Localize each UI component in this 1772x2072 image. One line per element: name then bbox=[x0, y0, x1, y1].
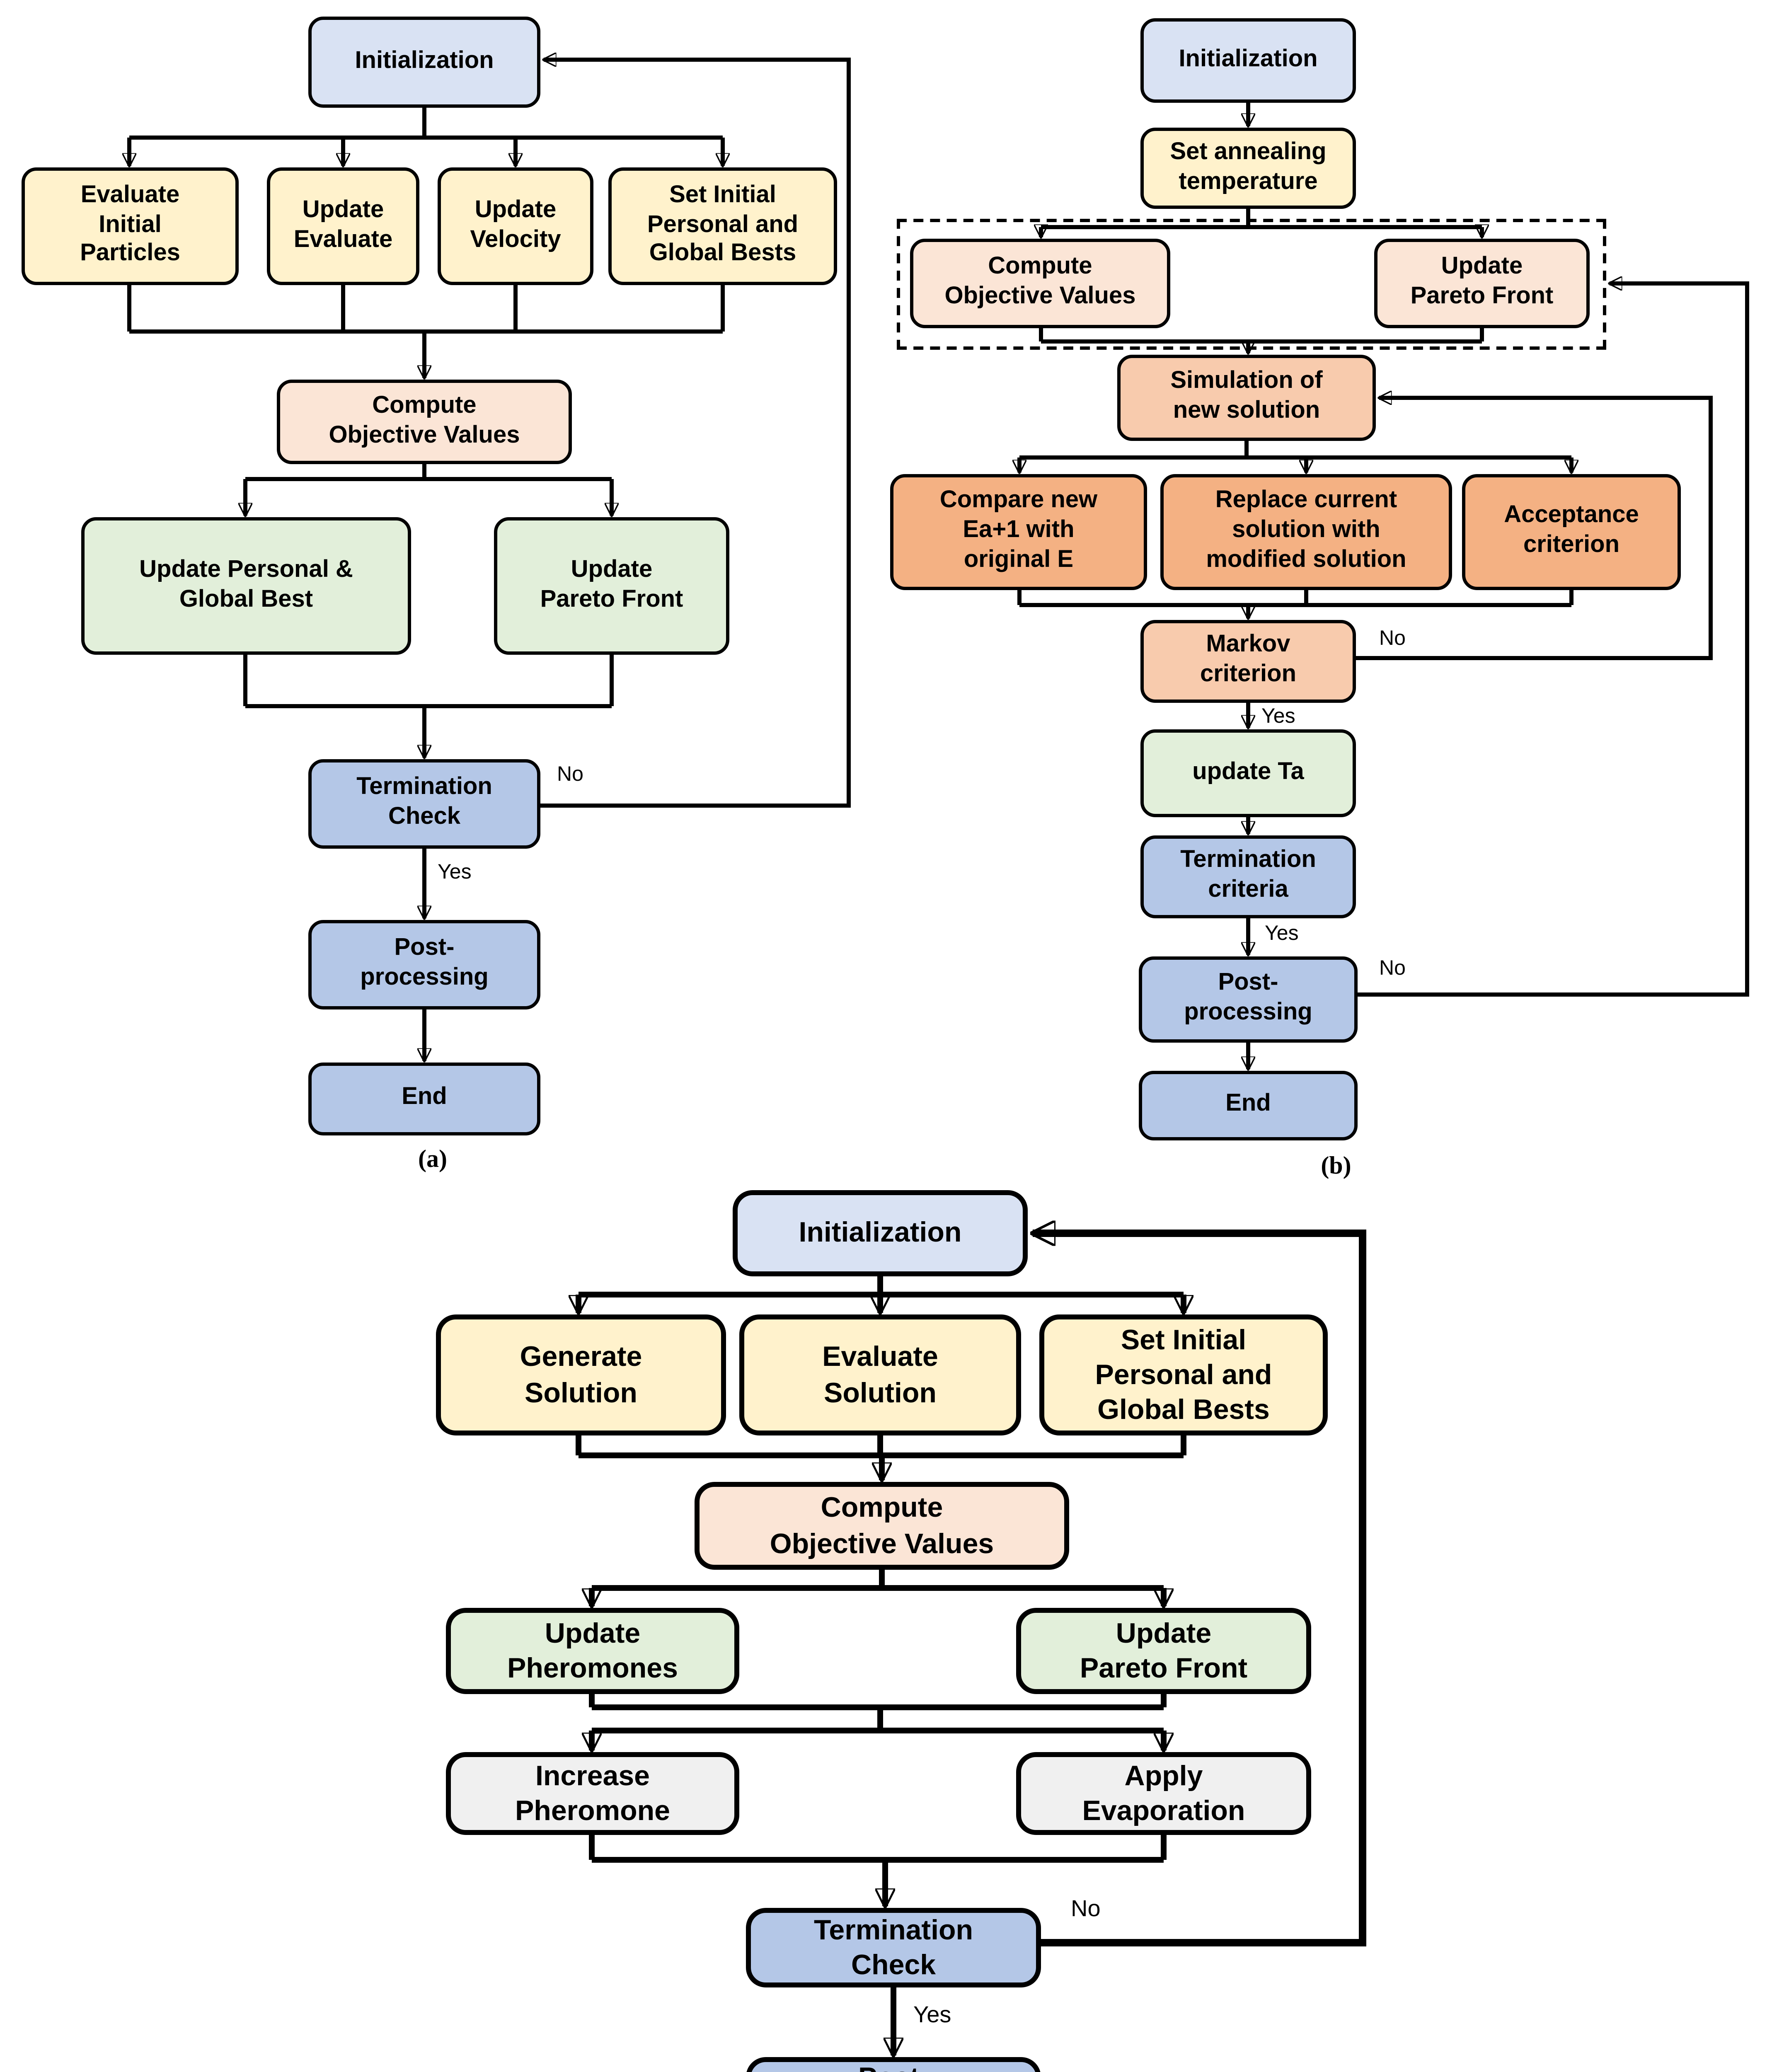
b-acceptance-node: Acceptance criterion bbox=[1462, 474, 1681, 590]
b-update-ta-node: update Ta bbox=[1140, 729, 1356, 817]
b-simulation-node: Simulation of new solution bbox=[1117, 355, 1376, 441]
b-end-node: End bbox=[1139, 1071, 1358, 1140]
a-update-evaluate-node: Update Evaluate bbox=[267, 167, 419, 285]
c-compute-objectives-node: Compute Objective Values bbox=[695, 1482, 1069, 1570]
a-evaluate-particles-node: Evaluate Initial Particles bbox=[22, 167, 239, 285]
c-yes-label: Yes bbox=[913, 2001, 951, 2027]
caption-b: (b) bbox=[1321, 1154, 1351, 1180]
a-update-pareto-node: Update Pareto Front bbox=[494, 517, 729, 655]
caption-a: (a) bbox=[418, 1147, 447, 1174]
a-post-processing-node: Post- processing bbox=[308, 920, 540, 1009]
c-generate-node: Generate Solution bbox=[436, 1314, 726, 1435]
c-apply-evaporation-node: Apply Evaporation bbox=[1016, 1752, 1311, 1835]
b-termination-node: Termination criteria bbox=[1140, 835, 1356, 918]
b-post-no-loop-arrow bbox=[1358, 283, 1749, 997]
a-update-best-node: Update Personal & Global Best bbox=[81, 517, 411, 655]
a-set-bests-node: Set Initial Personal and Global Bests bbox=[608, 167, 837, 285]
b-init-node: Initialization bbox=[1140, 18, 1356, 103]
b-update-pareto-node: Update Pareto Front bbox=[1374, 239, 1590, 328]
c-post-processing-node: Post- processing bbox=[746, 2057, 1041, 2072]
c-no-label: No bbox=[1071, 1895, 1101, 1921]
a-termination-check-node: Termination Check bbox=[308, 759, 540, 849]
c-increase-pheromone-node: Increase Pheromone bbox=[446, 1752, 739, 1835]
b-replace-node: Replace current solution with modified s… bbox=[1160, 474, 1452, 590]
c-update-pareto-node: Update Pareto Front bbox=[1016, 1608, 1311, 1694]
c-init-node: Initialization bbox=[733, 1190, 1028, 1276]
c-evaluate-node: Evaluate Solution bbox=[739, 1314, 1021, 1435]
a-yes-label: Yes bbox=[438, 860, 472, 884]
a-compute-objectives-node: Compute Objective Values bbox=[277, 380, 572, 464]
b-compute-objectives-node: Compute Objective Values bbox=[910, 239, 1170, 328]
a-init-node: Initialization bbox=[308, 17, 540, 108]
b-markov-yes-label: Yes bbox=[1261, 704, 1295, 728]
a-end-node: End bbox=[308, 1063, 540, 1135]
c-set-bests-node: Set Initial Personal and Global Bests bbox=[1039, 1314, 1328, 1435]
c-update-pheromones-node: Update Pheromones bbox=[446, 1608, 739, 1694]
a-no-label: No bbox=[557, 762, 583, 786]
b-termination-yes-label: Yes bbox=[1265, 922, 1299, 945]
b-anneal-node: Set annealing temperature bbox=[1140, 128, 1356, 209]
b-post-no-label: No bbox=[1379, 956, 1406, 980]
b-markov-no-label: No bbox=[1379, 627, 1406, 650]
b-post-processing-node: Post- processing bbox=[1139, 956, 1358, 1043]
a-update-velocity-node: Update Velocity bbox=[438, 167, 593, 285]
c-termination-check-node: Termination Check bbox=[746, 1908, 1041, 1987]
b-markov-node: Markov criterion bbox=[1140, 620, 1356, 703]
b-compare-node: Compare new Ea+1 with original E bbox=[890, 474, 1147, 590]
